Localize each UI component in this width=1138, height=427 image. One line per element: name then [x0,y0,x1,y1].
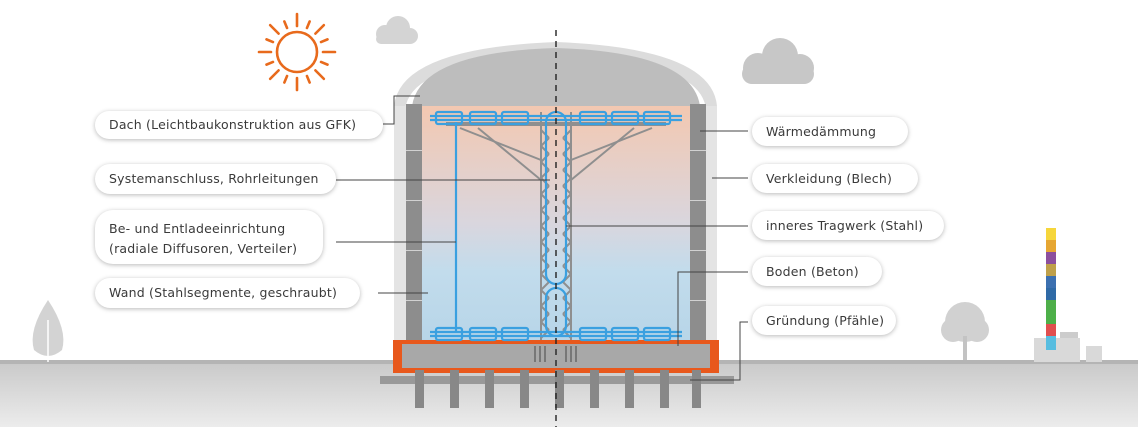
label-floor: Boden (Beton) [752,257,882,286]
tree-icon [32,300,64,362]
sun-ray [265,60,275,66]
tree-icon [941,302,989,360]
pile [450,370,459,408]
pile [520,370,529,408]
sun-ray [265,38,275,44]
pile [625,370,634,408]
sun-ray [283,74,289,84]
lattice-brace [562,289,572,299]
diffuser-segment [578,110,608,126]
diffuser-segment [468,326,498,342]
diffuser-segment [500,326,530,342]
wall-segments [406,150,706,301]
sun-ray [268,23,280,35]
label-foundation: Gründung (Pfähle) [752,306,896,335]
diffuser-segment [434,326,464,342]
piles [415,370,701,408]
diffuser-segment [610,110,640,126]
pile [692,370,701,408]
sun-ray [319,60,329,66]
sun-ray [283,20,289,30]
sun-ray [319,38,329,44]
pile [590,370,599,408]
leader-lines [336,95,748,381]
label-roof: Dach (Leichtbaukonstruktion aus GFK) [95,111,383,139]
lattice-brace [562,281,572,291]
sun-ray [305,20,311,30]
sun-ray [314,69,326,81]
lattice-brace [540,281,550,291]
label-diffusers-line2: (radiale Diffusoren, Verteiler) [109,241,298,256]
chimney-icon [1034,228,1102,362]
sun-ray [268,69,280,81]
lattice-brace [540,289,550,299]
pile [415,370,424,408]
label-cladding: Verkleidung (Blech) [752,164,918,193]
sun-ray [305,74,311,84]
label-system-connection: Systemanschluss, Rohrleitungen [95,164,336,194]
diffuser-segment [642,326,672,342]
pile [485,370,494,408]
outer-cladding-right [705,106,717,342]
label-insulation: Wärmedämmung [752,117,908,146]
label-diffusers: Be- und Entladeeinrichtung (radiale Diff… [95,210,323,264]
label-wall: Wand (Stahlsegmente, geschraubt) [95,278,360,308]
diffuser-segment [642,110,672,126]
sun-ray [314,23,326,35]
cloud-icon [742,38,814,84]
sun-icon [257,12,337,92]
diffuser-segment [610,326,640,342]
label-diffusers-line1: Be- und Entladeeinrichtung [109,221,286,236]
wall-left [406,104,422,340]
cloud-icon [376,16,418,44]
wall-right [690,104,706,340]
outer-cladding-left [394,106,406,342]
diffuser-segment [468,110,498,126]
label-inner-structure: inneres Tragwerk (Stahl) [752,211,944,240]
pile [555,370,564,408]
diffuser-segment [578,326,608,342]
outer-cladding [394,42,717,340]
diffuser-segment [434,110,464,126]
floor-grate [534,346,577,362]
diffuser-segment [500,110,530,126]
pile [660,370,669,408]
